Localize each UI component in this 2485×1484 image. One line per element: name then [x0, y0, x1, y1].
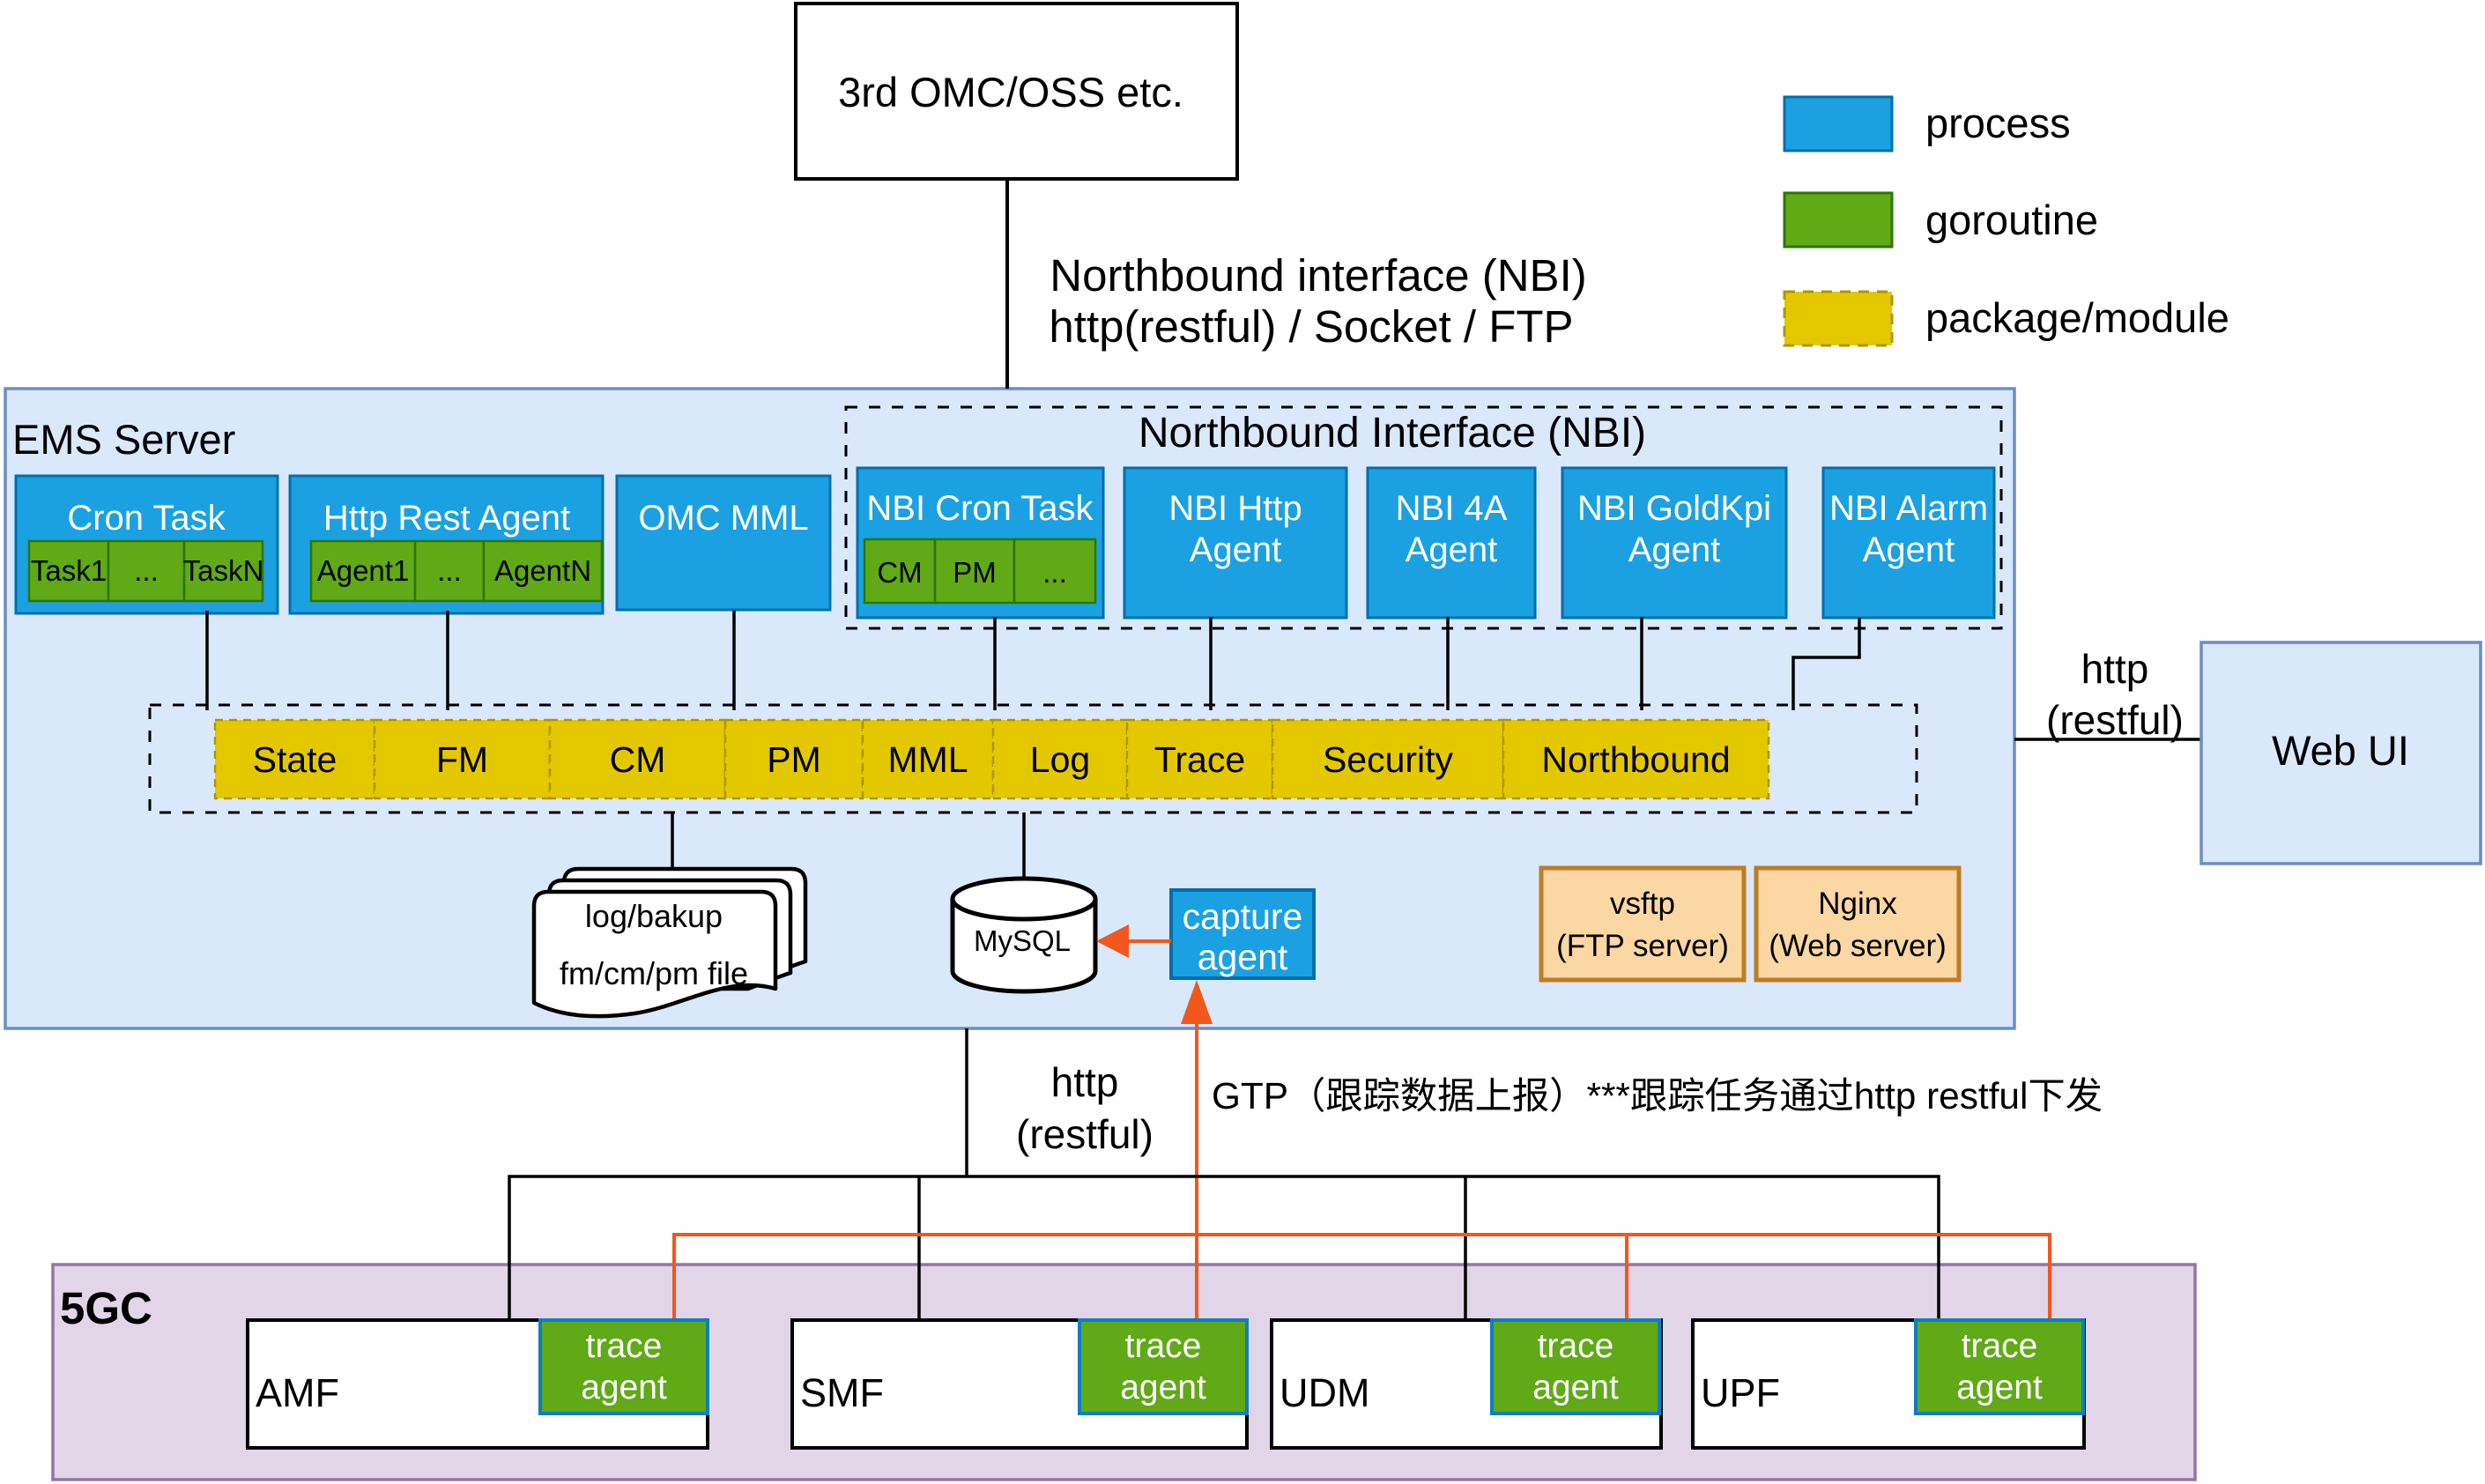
- svg-text:MySQL: MySQL: [974, 924, 1071, 957]
- svg-text:Http Rest Agent: Http Rest Agent: [323, 499, 570, 538]
- svg-text:agent: agent: [581, 1369, 667, 1406]
- svg-text:Agent: Agent: [1863, 531, 1955, 569]
- svg-text:State: State: [253, 739, 338, 780]
- svg-text:NBI Alarm: NBI Alarm: [1829, 489, 1988, 528]
- svg-text:Task1: Task1: [31, 554, 107, 587]
- svg-text:CM: CM: [877, 556, 922, 589]
- svg-text:trace: trace: [1538, 1327, 1614, 1365]
- svg-text:http: http: [1051, 1059, 1119, 1105]
- svg-text:Trace: Trace: [1154, 739, 1245, 780]
- svg-text:UDM: UDM: [1280, 1370, 1369, 1415]
- svg-text:NBI Cron Task: NBI Cron Task: [866, 489, 1094, 528]
- svg-text:agent: agent: [1198, 937, 1288, 977]
- svg-text:Cron Task: Cron Task: [67, 499, 226, 538]
- svg-text:log/bakup: log/bakup: [585, 898, 723, 934]
- svg-text:Log: Log: [1030, 739, 1090, 780]
- svg-text:UPF: UPF: [1701, 1370, 1780, 1415]
- svg-text:PM: PM: [953, 556, 997, 589]
- svg-text:AgentN: AgentN: [494, 554, 591, 587]
- svg-text:process: process: [1925, 100, 2071, 146]
- svg-text:(restful): (restful): [1016, 1111, 1153, 1157]
- svg-text:...: ...: [134, 554, 159, 587]
- svg-text:Agent: Agent: [1190, 531, 1282, 569]
- svg-text:(Web server): (Web server): [1769, 929, 1947, 963]
- svg-text:Web UI: Web UI: [2272, 727, 2409, 774]
- svg-text:agent: agent: [1956, 1369, 2043, 1406]
- svg-text:trace: trace: [1962, 1327, 2038, 1365]
- svg-text:fm/cm/pm file: fm/cm/pm file: [560, 955, 748, 991]
- svg-text:trace: trace: [1125, 1327, 1202, 1365]
- svg-text:http(restful) / Socket / FTP: http(restful) / Socket / FTP: [1049, 301, 1573, 352]
- svg-text:EMS Server: EMS Server: [12, 416, 235, 463]
- svg-text:agent: agent: [1120, 1369, 1206, 1406]
- svg-text:Northbound: Northbound: [1541, 739, 1730, 780]
- svg-text:NBI GoldKpi: NBI GoldKpi: [1577, 489, 1771, 528]
- svg-text:Agent1: Agent1: [317, 554, 410, 587]
- svg-text:TaskN: TaskN: [183, 554, 264, 587]
- svg-text:Security: Security: [1323, 739, 1454, 780]
- svg-text:agent: agent: [1532, 1369, 1619, 1406]
- svg-text:http: http: [2081, 646, 2149, 692]
- svg-text:SMF: SMF: [800, 1370, 884, 1415]
- svg-text:CM: CM: [610, 739, 666, 780]
- svg-text:trace: trace: [586, 1327, 663, 1365]
- svg-text:MML: MML: [887, 739, 968, 780]
- svg-text:...: ...: [1042, 556, 1067, 589]
- svg-text:Northbound interface (NBI): Northbound interface (NBI): [1050, 250, 1586, 301]
- svg-text:Nginx: Nginx: [1818, 887, 1897, 921]
- svg-text:(FTP server): (FTP server): [1556, 929, 1729, 963]
- svg-text:5GC: 5GC: [60, 1283, 152, 1333]
- svg-text:Agent: Agent: [1628, 531, 1721, 569]
- svg-text:(restful): (restful): [2046, 697, 2184, 743]
- svg-text:package/module: package/module: [1925, 294, 2229, 341]
- svg-text:OMC MML: OMC MML: [638, 499, 808, 538]
- svg-text:NBI 4A: NBI 4A: [1396, 489, 1508, 528]
- svg-text:NBI Http: NBI Http: [1168, 489, 1302, 528]
- svg-text:FM: FM: [436, 739, 488, 780]
- svg-text:Agent: Agent: [1406, 531, 1498, 569]
- svg-text:Northbound Interface (NBI): Northbound Interface (NBI): [1139, 410, 1646, 456]
- svg-text:3rd OMC/OSS etc.: 3rd OMC/OSS etc.: [838, 69, 1183, 115]
- svg-text:...: ...: [437, 554, 462, 587]
- svg-text:goroutine: goroutine: [1925, 197, 2098, 243]
- svg-text:vsftp: vsftp: [1610, 887, 1675, 921]
- svg-text:capture: capture: [1183, 896, 1303, 937]
- svg-text:PM: PM: [767, 739, 821, 780]
- svg-text:AMF: AMF: [256, 1370, 339, 1415]
